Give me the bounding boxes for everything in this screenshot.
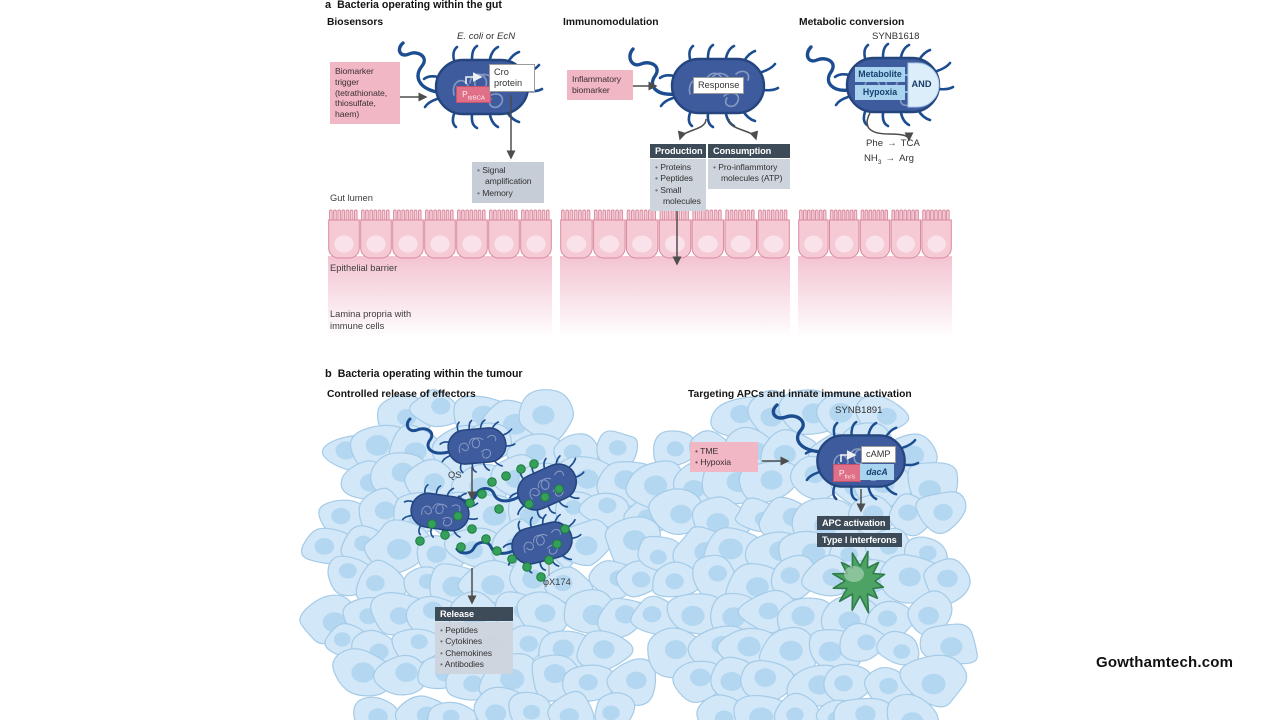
lamina-gradient-left <box>328 256 552 338</box>
type-i-interferons-box: Type I interferons <box>817 533 902 547</box>
cro-protein-box: Cro protein <box>489 64 535 92</box>
phage-particles <box>415 459 570 582</box>
apc-dendritic-cell <box>832 550 886 614</box>
lamina-gradient-right <box>798 256 952 338</box>
response-box: Response <box>693 77 745 94</box>
release-header: Release <box>435 607 513 621</box>
heading-biosensors: Biosensors <box>327 17 384 28</box>
promoter-ttrbca-box: PttrBCA <box>456 86 491 103</box>
heading-metabolic-conversion: Metabolic conversion <box>799 17 905 28</box>
release-box: Peptides Cytokines Chemokines Antibodies <box>435 622 513 675</box>
heading-targeting-apcs: Targeting APCs and innate immune activat… <box>688 389 912 400</box>
and-gate <box>905 62 940 108</box>
conversion-nh3-arg: NH3→Arg <box>864 153 915 166</box>
tumour-mass-right <box>625 389 978 720</box>
camp-box: cAMP <box>861 446 896 463</box>
and-gate-label: AND <box>911 79 932 89</box>
flow-arrows <box>400 81 914 605</box>
conversion-phe-tca: Phe→TCA <box>866 138 920 149</box>
production-header: Production <box>650 144 706 158</box>
transcription-arrows <box>465 72 857 462</box>
strain-label-ecoli: E. coli or EcN <box>457 31 516 42</box>
production-box: Proteins Peptides Small molecules <box>650 159 706 212</box>
biosensor-outcome-box: Signal amplification Memory <box>472 162 544 204</box>
heading-controlled-release: Controlled release of effectors <box>327 389 476 400</box>
qs-label: QS <box>448 470 462 480</box>
watermark: Gowthamtech.com <box>1096 654 1234 671</box>
tme-hypoxia-box: TME Hypoxia <box>690 442 758 472</box>
epithelial-barrier-label: Epithelial barrier <box>330 263 398 273</box>
phage-phix174-label: φX174 <box>543 577 571 587</box>
daca-gene-box: dacA <box>860 464 894 480</box>
consumption-box: Pro-inflammtory molecules (ATP) <box>708 159 790 189</box>
consumption-header: Consumption <box>708 144 790 158</box>
metabolite-input-box: Metabolite <box>855 67 905 82</box>
heading-immunomodulation: Immunomodulation <box>563 17 659 28</box>
biomarker-trigger-box: Biomarker trigger (tetrathionate, thiosu… <box>330 62 400 124</box>
strain-label-synb1891: SYNB1891 <box>835 405 883 416</box>
promoter-fnrs-box: PfnrS <box>833 464 861 482</box>
gut-lumen-label: Gut lumen <box>330 193 373 203</box>
lamina-gradient-middle <box>560 256 790 338</box>
strain-label-synb1618: SYNB1618 <box>872 31 920 42</box>
inflammatory-biomarker-box: Inflammatory biomarker <box>567 70 633 100</box>
panel-b-letter: b <box>325 368 332 380</box>
hypoxia-input-box: Hypoxia <box>855 84 905 100</box>
epithelial-barrier <box>328 209 952 259</box>
lamina-propria-label: Lamina propria with immune cells <box>330 309 412 331</box>
apc-activation-box: APC activation <box>817 516 891 530</box>
panel-a-letter: a <box>325 0 332 11</box>
